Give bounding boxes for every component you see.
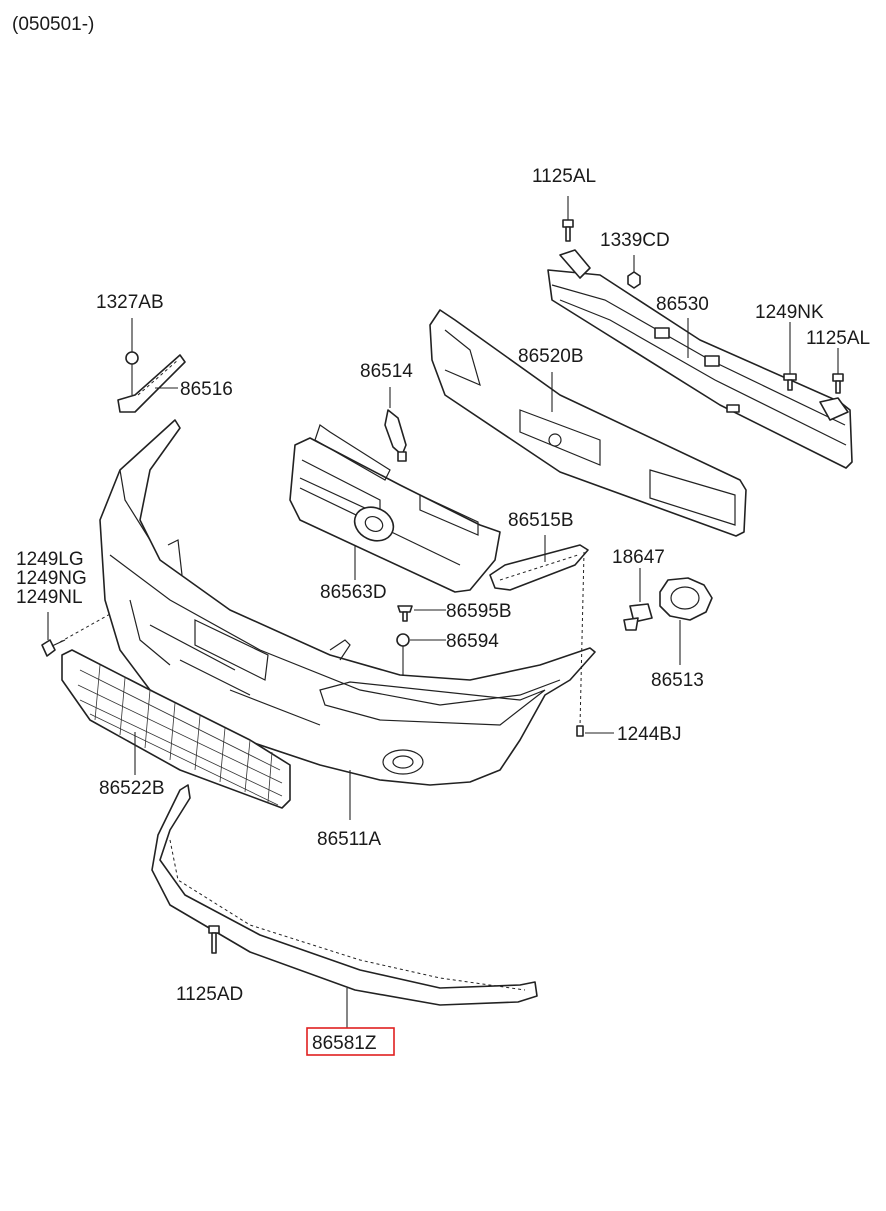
bolt-1125AD[interactable] — [208, 925, 220, 954]
part-18647-bulb[interactable] — [623, 568, 653, 631]
label-86563D[interactable]: 86563D — [320, 582, 387, 603]
label-18647[interactable]: 18647 — [612, 547, 665, 568]
clip-86595B[interactable] — [397, 605, 413, 622]
label-1249NL[interactable]: 1249NL — [16, 587, 83, 608]
part-86513-fog-lamp[interactable] — [659, 577, 713, 665]
part-86514-emblem[interactable] — [384, 387, 407, 462]
date-code-label: (050501-) — [12, 14, 94, 35]
part-86516-bracket-left[interactable] — [117, 318, 186, 413]
label-1339CD[interactable]: 1339CD — [600, 230, 670, 251]
label-86594[interactable]: 86594 — [446, 631, 499, 652]
label-86581Z[interactable]: 86581Z — [312, 1033, 377, 1054]
part-86511A-bumper-cover[interactable] — [99, 419, 596, 786]
label-1327AB[interactable]: 1327AB — [96, 292, 164, 313]
part-86530-beam[interactable] — [547, 249, 853, 469]
part-86515B-bracket-right[interactable] — [489, 544, 589, 591]
part-86563D-grille[interactable] — [289, 424, 501, 593]
label-86522B[interactable]: 86522B — [99, 778, 165, 799]
nut-1339CD[interactable] — [627, 255, 641, 289]
label-1244BJ[interactable]: 1244BJ — [617, 724, 681, 745]
screw-1249NK[interactable] — [783, 322, 797, 391]
label-86595B[interactable]: 86595B — [446, 601, 512, 622]
label-1125AL-right[interactable]: 1125AL — [806, 328, 870, 349]
label-1125AD[interactable]: 1125AD — [176, 984, 243, 1005]
nut-86594[interactable] — [396, 633, 410, 676]
part-86581Z-lower-lip[interactable] — [151, 784, 538, 1006]
label-86514[interactable]: 86514 — [360, 361, 413, 382]
label-1249NK[interactable]: 1249NK — [755, 302, 824, 323]
part-86520B-absorber[interactable] — [429, 309, 747, 537]
label-86520B[interactable]: 86520B — [518, 346, 584, 367]
screw-1249-left[interactable] — [41, 612, 66, 657]
label-86513[interactable]: 86513 — [651, 670, 704, 691]
label-86530[interactable]: 86530 — [656, 294, 709, 315]
label-86516[interactable]: 86516 — [180, 379, 233, 400]
part-86522B-lower-grille[interactable] — [61, 649, 291, 809]
label-1125AL-top[interactable]: 1125AL — [532, 166, 596, 187]
screw-1244BJ[interactable] — [576, 551, 585, 737]
label-86511A[interactable]: 86511A — [317, 829, 381, 850]
highlight-box-86581Z — [306, 1027, 395, 1056]
bolt-1125AL-top[interactable] — [562, 196, 574, 242]
label-1249NG[interactable]: 1249NG — [16, 568, 87, 589]
label-1249LG[interactable]: 1249LG — [16, 549, 84, 570]
label-86515B[interactable]: 86515B — [508, 510, 574, 531]
bolt-1125AL-right[interactable] — [832, 348, 844, 394]
